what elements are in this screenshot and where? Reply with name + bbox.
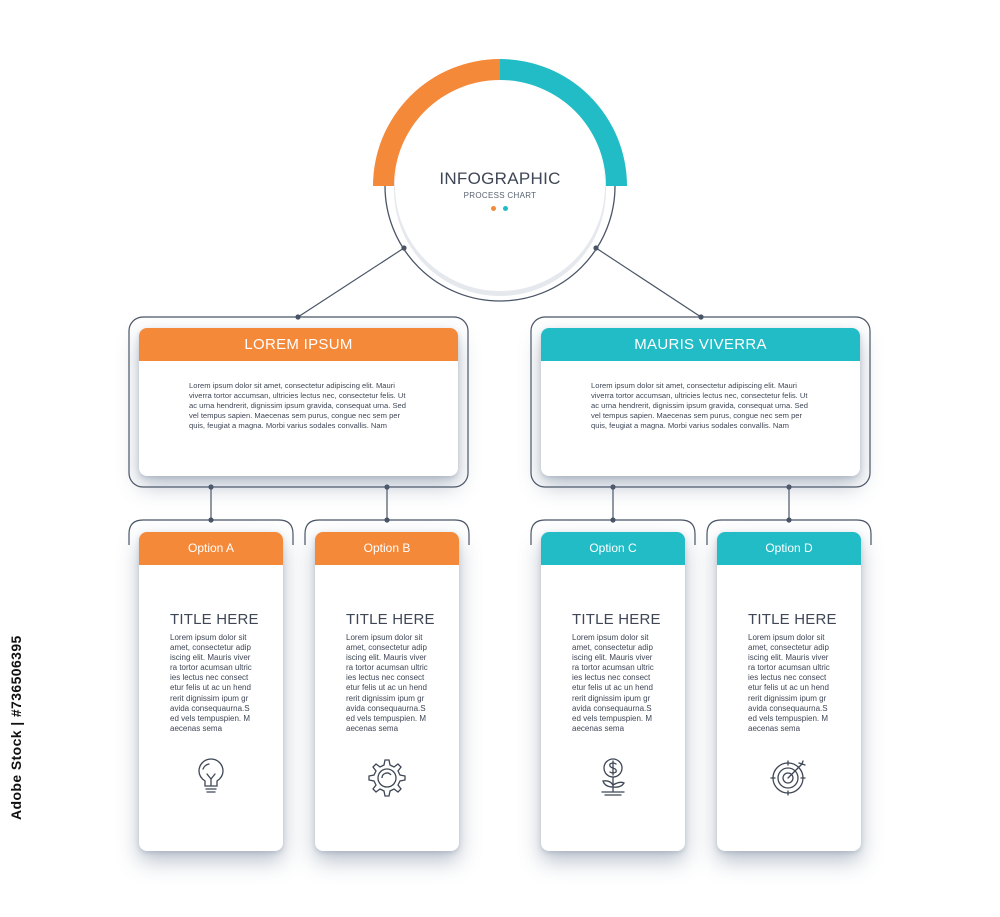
left-box-outline	[128, 316, 469, 488]
central-circle	[395, 81, 605, 291]
option-title: TITLE HERE	[170, 611, 259, 628]
gear-icon	[368, 759, 406, 797]
option-title: TITLE HERE	[572, 611, 661, 628]
box-header: LOREM IPSUM	[139, 328, 458, 361]
option-card-b: Option B TITLE HERE Lorem ipsum dolor si…	[315, 532, 459, 851]
option-text: Lorem ipsum dolor sit amet, consectetur …	[346, 633, 428, 733]
circle-title: INFOGRAPHIC	[439, 169, 561, 188]
circle-bottom-outline	[384, 185, 616, 302]
box-mauris-viverra: MAURIS VIVERRA Lorem ipsum dolor sit ame…	[541, 328, 860, 476]
option-card-a: Option A TITLE HERE Lorem ipsum dolor si…	[139, 532, 283, 851]
circle-subtitle: PROCESS CHART	[463, 191, 537, 200]
option-text: Lorem ipsum dolor sit amet, consectetur …	[572, 633, 654, 733]
option-label: Option B	[315, 532, 459, 565]
lightbulb-icon	[198, 758, 224, 793]
option-label: Option D	[717, 532, 861, 565]
right-box-outline	[530, 316, 871, 488]
option-text: Lorem ipsum dolor sit amet, consectetur …	[170, 633, 252, 733]
target-icon	[770, 760, 806, 796]
watermark-text: Adobe Stock | #736506395	[8, 635, 24, 820]
box-header: MAURIS VIVERRA	[541, 328, 860, 361]
option-card-c: Option C TITLE HERE Lorem ipsum dolor si…	[541, 532, 685, 851]
circle-arc-teal	[500, 59, 627, 186]
option-label: Option C	[541, 532, 685, 565]
option-title: TITLE HERE	[748, 611, 837, 628]
box-text: Lorem ipsum dolor sit amet, consectetur …	[591, 381, 808, 430]
option-label: Option A	[139, 532, 283, 565]
circle-arc-orange	[373, 59, 500, 186]
option-title: TITLE HERE	[346, 611, 435, 628]
money-plant-icon	[601, 758, 625, 796]
orange-dot	[491, 206, 496, 211]
box-lorem-ipsum: LOREM IPSUM Lorem ipsum dolor sit amet, …	[139, 328, 458, 476]
option-card-d: Option D TITLE HERE Lorem ipsum dolor si…	[717, 532, 861, 851]
option-text: Lorem ipsum dolor sit amet, consectetur …	[748, 633, 830, 733]
teal-dot	[503, 206, 508, 211]
box-text: Lorem ipsum dolor sit amet, consectetur …	[189, 381, 406, 430]
